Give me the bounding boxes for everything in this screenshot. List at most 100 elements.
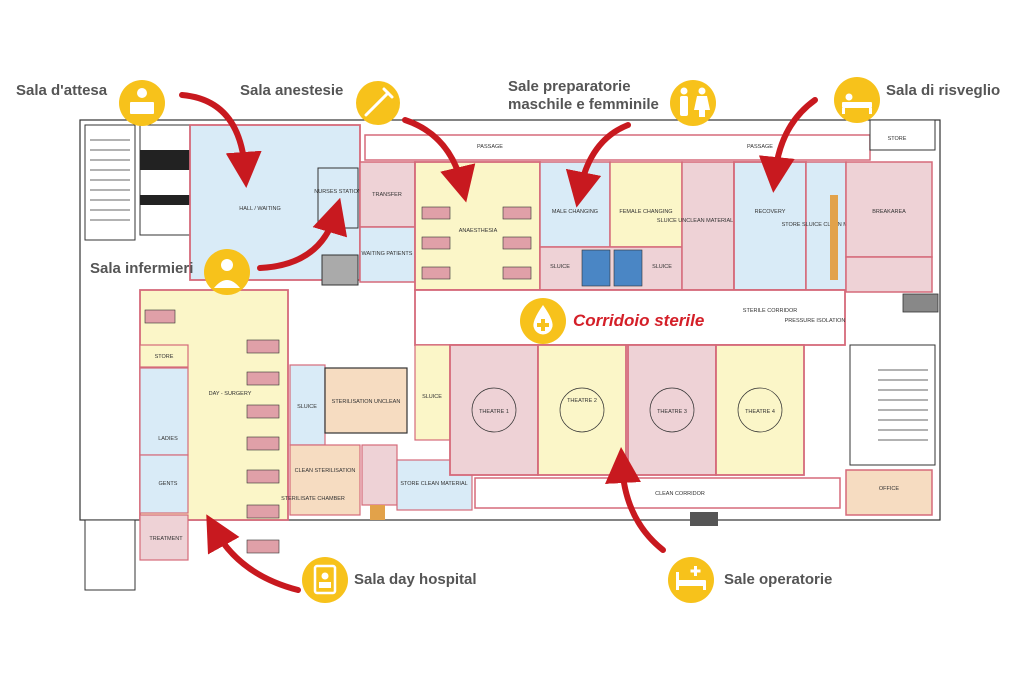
room-label-sterile-corridor: STERILE CORRIDOR <box>743 308 797 314</box>
room-service-mid <box>361 444 398 506</box>
reception-desk-icon <box>130 88 154 114</box>
room-transfer <box>359 161 416 228</box>
icon-sale-preparatorie <box>670 80 716 126</box>
lift <box>321 254 359 286</box>
label-corridoio-sterile: Corridoio sterile <box>573 311 705 330</box>
drop-cross-icon <box>533 305 553 335</box>
room-theatre-1 <box>449 344 539 476</box>
room-label-clean-corridor: CLEAN CORRIDOR <box>655 491 705 497</box>
room-label-sluice-small: SLUICE <box>422 394 442 400</box>
icon-corridoio-sterile <box>520 298 566 344</box>
room-label-day-surgery: DAY - SURGERY <box>209 391 252 397</box>
label-sale-preparatorie-line-1: Sale preparatorie <box>508 78 631 95</box>
room-theatre-2 <box>537 344 627 476</box>
sterile-corridor <box>414 289 846 346</box>
icon-sala-day-hospital <box>302 557 348 603</box>
hospital-bed-icon <box>676 566 706 590</box>
room-store-top <box>869 119 936 151</box>
room-nurses-station <box>317 167 359 229</box>
room-label-office: OFFICE <box>879 486 899 492</box>
label-sale-preparatorie: Sale preparatorie maschile e femminile <box>508 78 668 114</box>
arrow-sala-attesa <box>179 92 262 188</box>
room-sluice-unclean <box>681 161 735 291</box>
room-treatment <box>139 514 189 561</box>
syringe-icon <box>364 87 394 117</box>
day-surgery-beds <box>144 309 280 554</box>
icon-sala-attesa <box>119 80 165 126</box>
room-label-pressure-room: PRESSURE ISOLATION <box>785 318 846 324</box>
shower-male <box>581 249 611 287</box>
clean-corridor <box>474 477 841 509</box>
room-label-treatment: TREATMENT <box>149 536 183 542</box>
arrow-sala-day-hospital <box>206 514 301 593</box>
room-label-transfer: TRANSFER <box>372 192 402 198</box>
room-label-sluice-left: SLUICE <box>550 264 570 270</box>
room-gents <box>139 454 189 514</box>
room-label-sluice-unclean: SLUICE UNCLEAN MATERIAL & WASTE <box>657 218 760 224</box>
room-label-anaesthesia: ANAESTHESIA <box>459 228 498 234</box>
room-store-sluice <box>805 161 847 291</box>
room-label-gents: GENTS <box>159 481 178 487</box>
room-label-sterilisation-unclean: STERILISATION UNCLEAN <box>332 399 401 405</box>
shower-female <box>613 249 643 287</box>
nurse-icon <box>214 259 240 288</box>
staircase-bottom-left <box>84 519 136 591</box>
room-office <box>845 469 933 516</box>
man-woman-icon <box>680 87 710 117</box>
arrow-sale-operatorie <box>605 447 666 553</box>
room-theatre-4 <box>715 344 805 476</box>
changing-service-block <box>539 246 683 291</box>
label-sale-operatorie: Sale operatorie <box>724 571 833 588</box>
room-label-passage-right: PASSAGE <box>747 144 773 150</box>
label-sala-attesa: Sala d'attesa <box>16 82 108 99</box>
label-sala-infermieri: Sala infermieri <box>90 260 194 277</box>
room-label-theatre-1: THEATRE 1 <box>479 409 509 415</box>
bed-patient-icon <box>842 93 872 114</box>
arrow-sale-preparatorie <box>565 122 631 208</box>
anaesthesia-beds <box>421 206 532 280</box>
icon-sala-anestesie <box>356 81 400 125</box>
room-label-sluice-mid: SLUICE <box>297 404 317 410</box>
room-label-store-top: STORE <box>888 136 907 142</box>
room-sterilisation-unclean <box>324 367 408 434</box>
room-label-theatre-3: THEATRE 3 <box>657 409 687 415</box>
room-label-sterilisation-chamber: STERILISATE CHAMBER <box>281 496 345 502</box>
room-label-ladies: LADIES <box>158 436 178 442</box>
staircase-right <box>849 344 936 466</box>
arrow-sala-risveglio <box>758 97 818 193</box>
equipment-unit <box>690 512 718 526</box>
room-female-changing <box>609 161 683 248</box>
clipboard-patient-icon <box>313 564 337 595</box>
room-label-store-clean: STORE CLEAN MATERIAL <box>400 481 467 487</box>
room-label-theatre-4: THEATRE 4 <box>745 409 775 415</box>
label-sala-day-hospital: Sala day hospital <box>354 571 477 588</box>
room-theatre-3 <box>627 344 717 476</box>
room-service-right <box>845 256 933 293</box>
room-sluice-small <box>414 344 451 441</box>
room-label-nurses-station: NURSES STATION <box>314 189 361 195</box>
label-sala-risveglio: Sala di risveglio <box>886 82 1001 99</box>
room-label-recovery: RECOVERY <box>755 209 786 215</box>
room-label-waiting-patients: WAITING PATIENTS <box>362 251 413 257</box>
icon-sale-operatorie <box>668 557 714 603</box>
arrow-sala-anestesie <box>402 117 476 203</box>
room-label-passage-left: PASSAGE <box>477 144 503 150</box>
room-label-store-left: STORE <box>155 354 174 360</box>
room-store-left <box>139 344 189 368</box>
cabinet <box>830 195 838 280</box>
arrow-sala-infermieri <box>257 197 348 271</box>
staircase-left <box>84 124 191 241</box>
room-label-theatre-2: THEATRE 2 <box>567 398 597 404</box>
label-sale-preparatorie-line-2: maschile e femminile <box>508 96 659 113</box>
room-clean-sterilisation <box>289 444 361 516</box>
room-ladies <box>139 367 189 456</box>
duct <box>902 293 939 313</box>
room-label-clean-sterilisation: CLEAN STERILISATION <box>295 468 356 474</box>
room-label-breakroom: BREAKAREA <box>872 209 906 215</box>
room-label-hall-waiting: HALL / WAITING <box>239 206 280 212</box>
room-label-sluice-right: SLUICE <box>652 264 672 270</box>
room-male-changing <box>539 161 611 248</box>
room-label-female-changing: FEMALE CHANGING <box>619 209 672 215</box>
